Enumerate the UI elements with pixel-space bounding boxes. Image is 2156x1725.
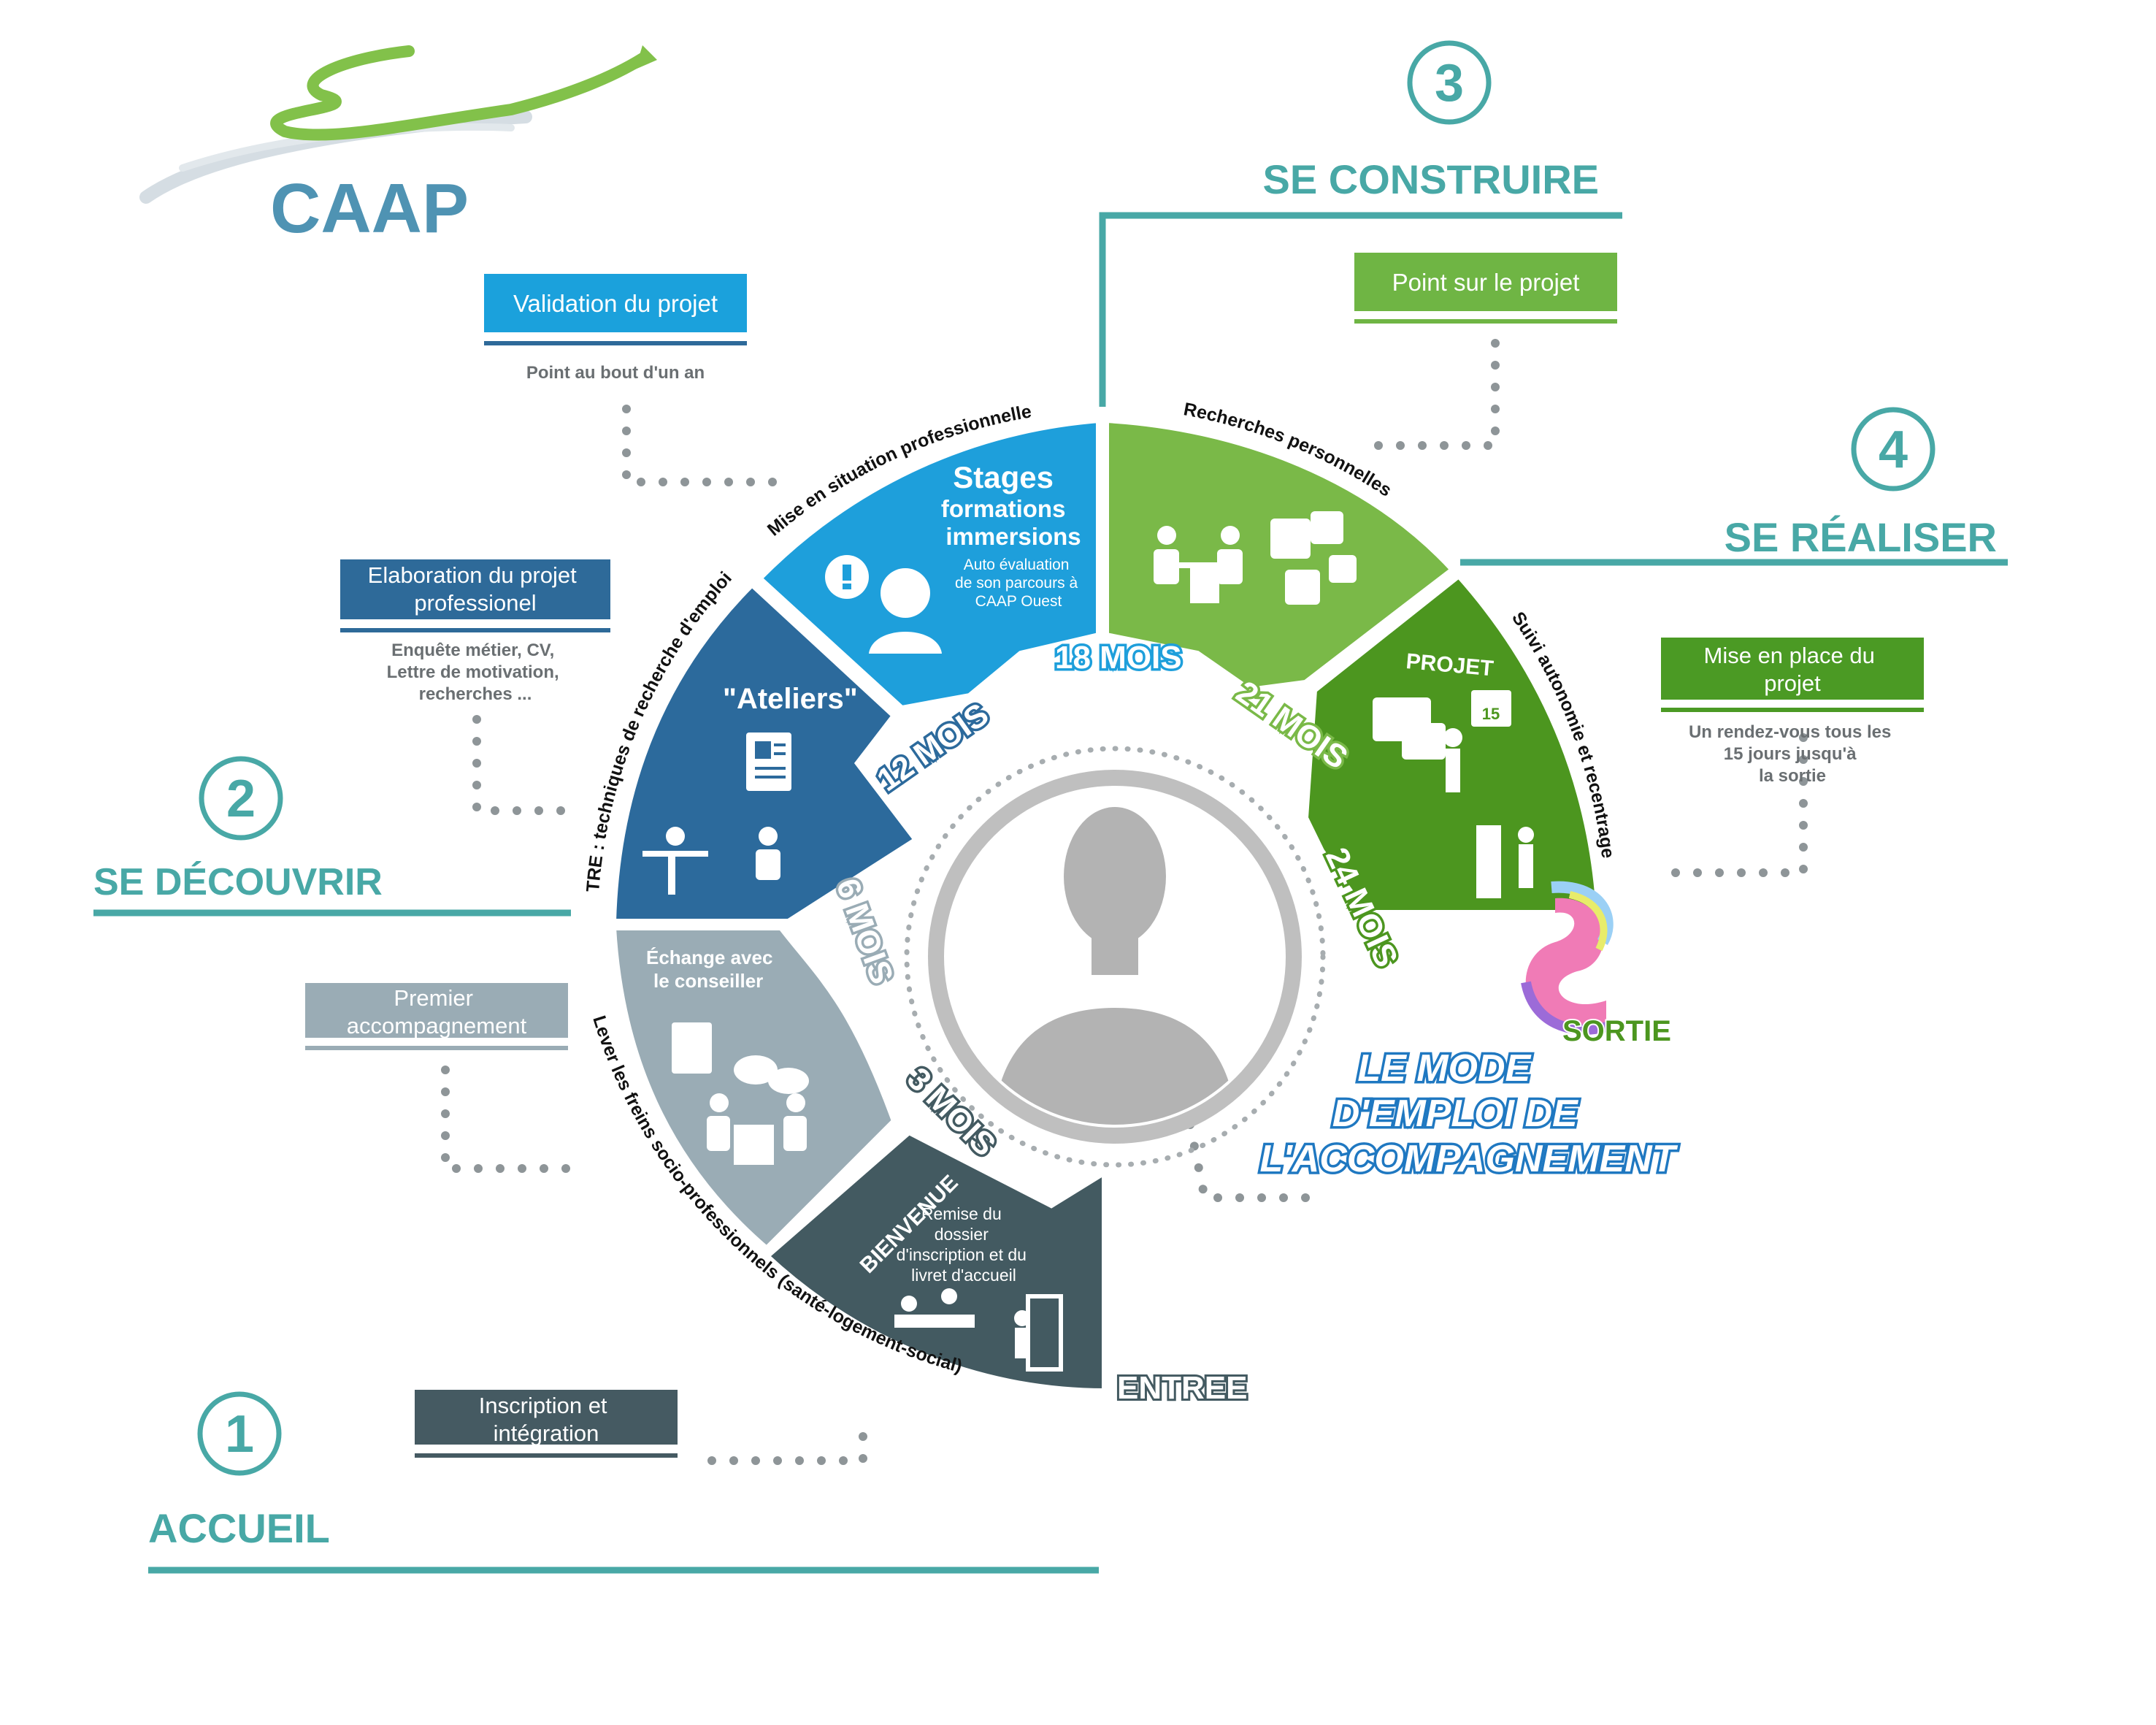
phase-number: 4 — [1879, 421, 1908, 479]
phase-number: 2 — [226, 770, 256, 828]
sortie-label: SORTIE — [1562, 1015, 1671, 1047]
box-premier: Premier accompagnement — [305, 983, 568, 1050]
month-6: 6 MOIS — [829, 874, 900, 989]
box-caption: Enquête métier, CV, Lettre de motivation… — [387, 640, 564, 704]
center-ring-dotted — [904, 746, 1326, 1168]
caap-logo: CAAP — [139, 45, 657, 248]
box-inscription: Inscription et intégration — [415, 1390, 678, 1458]
phase-number: 3 — [1435, 54, 1464, 112]
entree-label: ENTREE — [1117, 1370, 1247, 1406]
phase-title: ACCUEIL — [148, 1505, 330, 1551]
stages-icon — [825, 555, 942, 654]
phase-se-realiser: 4 SE RÉALISER — [1725, 407, 1997, 560]
box-text: Elaboration du projet professionel — [368, 562, 583, 616]
echange-label: Échange avec le conseiller — [646, 946, 778, 992]
wheel: Lever les freins socio-professionnels (s… — [583, 399, 1618, 1395]
dotted-connectors — [441, 339, 1808, 1465]
phase-lines — [93, 212, 2008, 1574]
box-validation: Validation du projet Point au bout d'un … — [484, 274, 747, 383]
bienvenue-text: Remise du dossier d'inscription et du li… — [897, 1204, 1032, 1285]
box-text: Mise en place du projet — [1704, 643, 1881, 696]
projet-icon: 15 — [1373, 690, 1534, 898]
ateliers-icon — [642, 733, 791, 895]
box-point: Point sur le projet — [1354, 253, 1617, 324]
segment-echange — [610, 925, 898, 1253]
phase-accueil: 1 ACCUEIL — [148, 1391, 330, 1551]
diagram-title: LE MODE D'EMPLOI DE L'ACCOMPAGNEMENT — [1260, 1047, 1679, 1180]
echange-icon — [672, 1022, 809, 1165]
recherches-icon — [1154, 511, 1357, 605]
box-text: Point sur le projet — [1392, 269, 1580, 296]
box-caption: Un rendez-vous tous les 15 jours jusqu'à… — [1689, 722, 1896, 786]
segment-bienvenue — [762, 1128, 1108, 1395]
stages-label: Stages formations immersions — [941, 460, 1081, 550]
phase-title: SE RÉALISER — [1725, 514, 1997, 560]
logo-text: CAAP — [270, 169, 469, 248]
stages-text: Auto évaluation de son parcours à CAAP O… — [955, 556, 1082, 610]
phase-title: SE CONSTRUIRE — [1263, 156, 1600, 202]
ateliers-label: "Ateliers" — [723, 683, 858, 715]
person-silhouette-icon — [947, 789, 1283, 1125]
box-caption: Point au bout d'un an — [526, 363, 705, 383]
slide-icon — [1521, 881, 1614, 1035]
calendar-day: 15 — [1482, 705, 1500, 723]
phase-number: 1 — [225, 1405, 254, 1464]
box-text: Validation du projet — [513, 290, 718, 317]
phase-se-construire: 3 SE CONSTRUIRE — [1263, 40, 1600, 202]
box-text: Inscription et intégration — [479, 1393, 613, 1446]
box-elaboration: Elaboration du projet professionel Enquê… — [340, 559, 610, 704]
segment-stages — [755, 416, 1102, 712]
bienvenue-icon — [894, 1288, 1063, 1372]
box-text: Premier accompagnement — [347, 985, 527, 1039]
box-miseenplace: Mise en place du projet Un rendez-vous t… — [1661, 638, 1924, 786]
phase-title: SE DÉCOUVRIR — [93, 861, 383, 903]
month-18: 18 MOIS — [1055, 640, 1182, 676]
phase-se-decouvrir: 2 SE DÉCOUVRIR — [93, 756, 383, 903]
